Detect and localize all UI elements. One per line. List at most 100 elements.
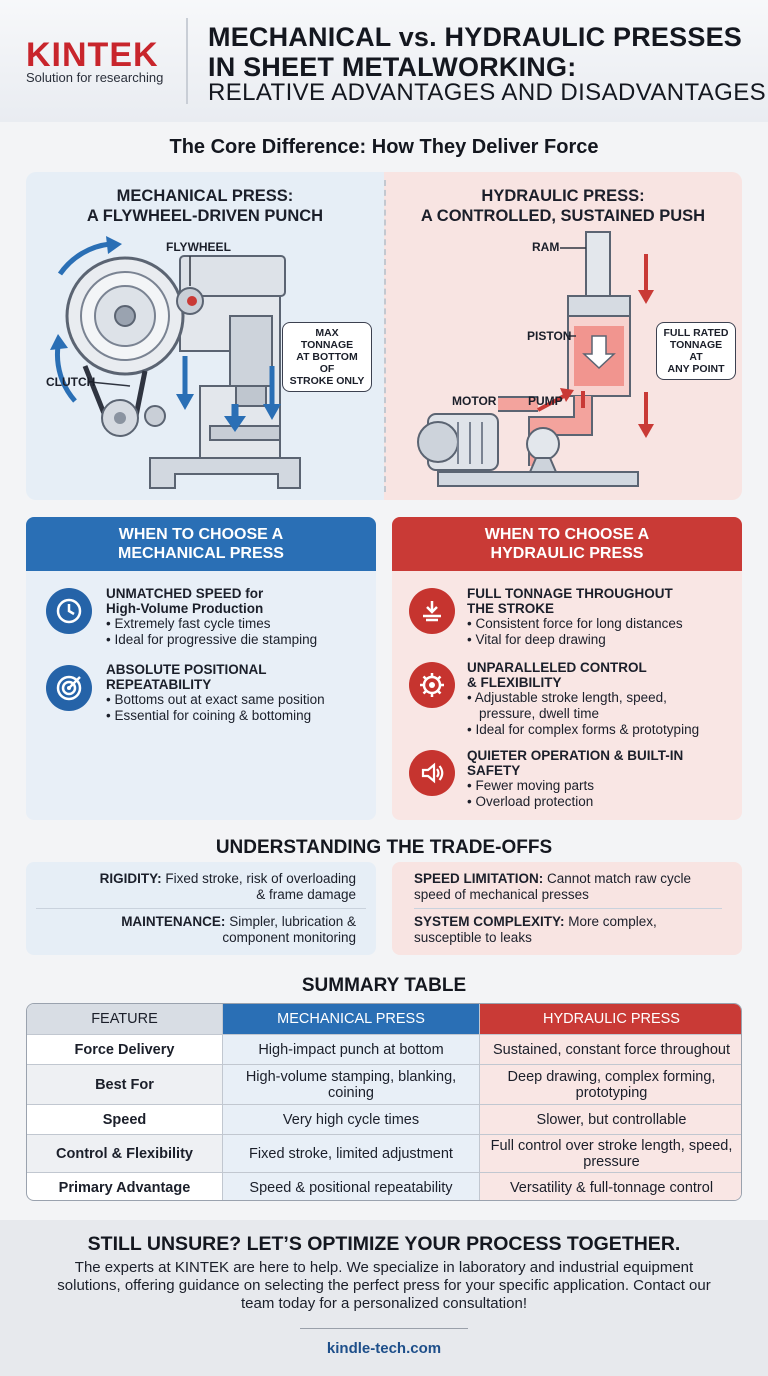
- table-cell: Fixed stroke, limited adjustment: [223, 1135, 480, 1173]
- hyd-item-safety-bullet: • Fewer moving parts: [467, 778, 595, 793]
- pump-label: PUMP: [528, 394, 563, 408]
- footer: [0, 1220, 768, 1376]
- core-difference-title: The Core Difference: How They Deliver Fo…: [169, 136, 599, 158]
- hyd-item-control-title-2: & FLEXIBILITY: [467, 675, 562, 690]
- mech-item-speed-title-1: UNMATCHED SPEED for: [106, 586, 264, 601]
- mech-item-speed-bullet: • Ideal for progressive die stamping: [106, 632, 318, 647]
- summary-table: FEATURE MECHANICAL PRESS HYDRAULIC PRESS…: [26, 1003, 742, 1201]
- hyd-item-safety: QUIETER OPERATION & BUILT-IN SAFETY • Fe…: [467, 748, 737, 810]
- table-cell: Speed & positional repeatability: [223, 1173, 480, 1200]
- press-down-icon: [409, 588, 455, 634]
- piston-label: PISTON: [527, 329, 572, 343]
- hyd-callout-line-3: ANY POINT: [667, 363, 725, 375]
- website-link[interactable]: kindle-tech.com: [326, 1340, 442, 1357]
- mech-item-repeatability: ABSOLUTE POSITIONAL REPEATABILITY • Bott…: [106, 662, 368, 724]
- mech-heading-line-1: MECHANICAL PRESS:: [116, 187, 294, 205]
- mechanical-card-header: WHEN TO CHOOSE A MECHANICAL PRESS: [26, 517, 376, 571]
- mechanical-core-heading: MECHANICAL PRESS: A FLYWHEEL-DRIVEN PUNC…: [26, 186, 384, 226]
- hyd-callout-line-1: FULL RATED: [663, 327, 729, 339]
- clock-icon: [46, 588, 92, 634]
- target-icon: [46, 665, 92, 711]
- table-cell: Best For: [27, 1065, 223, 1105]
- table-cell: Primary Advantage: [27, 1173, 223, 1200]
- table-row: Force Delivery High-impact punch at bott…: [27, 1035, 741, 1065]
- mech-card-header-line-2: MECHANICAL PRESS: [118, 545, 284, 562]
- mech-item-speed-title-2: High-Volume Production: [106, 601, 264, 616]
- table-cell: Versatility & full-tonnage control: [480, 1173, 741, 1200]
- footer-divider: [300, 1328, 468, 1329]
- flywheel-label: FLYWHEEL: [166, 240, 231, 254]
- kintek-logo[interactable]: KINTEK: [26, 36, 159, 74]
- title-line-1: MECHANICAL vs. HYDRAULIC PRESSES: [208, 22, 742, 52]
- motor-label: MOTOR: [452, 394, 497, 408]
- mech-item-speed: UNMATCHED SPEED for High-Volume Producti…: [106, 586, 368, 648]
- table-row: Best For High-volume stamping, blanking,…: [27, 1065, 741, 1105]
- header-mechanical: MECHANICAL PRESS: [223, 1004, 480, 1035]
- mech-item-speed-bullet: • Extremely fast cycle times: [106, 616, 271, 631]
- header-feature: FEATURE: [27, 1004, 223, 1035]
- mechanical-choose-card: WHEN TO CHOOSE A MECHANICAL PRESS: [26, 517, 376, 820]
- hyd-item-safety-title-1: QUIETER OPERATION & BUILT-IN: [467, 748, 684, 763]
- logo-tagline: Solution for researching: [26, 70, 164, 85]
- summary-table-title: SUMMARY TABLE: [301, 975, 467, 996]
- hyd-item-control-bullet: • Adjustable stroke length, speed,: [467, 690, 667, 705]
- mech-item-repeat-bullet: • Essential for coining & bottoming: [106, 708, 312, 723]
- table-cell: High-volume stamping, blanking, coining: [223, 1065, 480, 1105]
- speaker-icon: [409, 750, 455, 796]
- table-cell: Deep drawing, complex forming, prototypi…: [480, 1065, 741, 1105]
- hyd-heading-line-2: A CONTROLLED, SUSTAINED PUSH: [420, 207, 706, 225]
- table-cell: Force Delivery: [27, 1035, 223, 1065]
- header-divider: [186, 18, 188, 104]
- hyd-card-header-line-2: HYDRAULIC PRESS: [490, 545, 644, 562]
- mech-item-repeat-bullet: • Bottoms out at exact same position: [106, 692, 325, 707]
- table-row: Speed Very high cycle times Slower, but …: [27, 1105, 741, 1135]
- header-hydraulic: HYDRAULIC PRESS: [480, 1004, 741, 1035]
- hydraulic-tonnage-callout: FULL RATED TONNAGE AT ANY POINT: [656, 322, 736, 380]
- hyd-item-tonnage: FULL TONNAGE THROUGHOUT THE STROKE • Con…: [467, 586, 735, 648]
- hyd-item-tonnage-bullet: • Consistent force for long distances: [467, 616, 683, 631]
- hydraulic-core-heading: HYDRAULIC PRESS: A CONTROLLED, SUSTAINED…: [384, 186, 742, 226]
- mech-item-repeat-title-1: ABSOLUTE POSITIONAL: [106, 662, 267, 677]
- mech-card-header-line-1: WHEN TO CHOOSE A: [118, 526, 284, 543]
- hyd-item-safety-title-2: SAFETY: [467, 763, 521, 778]
- page-subtitle: RELATIVE ADVANTAGES AND DISADVANTAGES: [208, 79, 767, 106]
- tradeoff-divider: [36, 908, 366, 909]
- mechanical-tonnage-callout: MAX TONNAGE AT BOTTOM OF STROKE ONLY: [282, 322, 372, 392]
- hyd-item-tonnage-bullet: • Vital for deep drawing: [467, 632, 606, 647]
- mech-callout-line-2: AT BOTTOM OF: [296, 351, 358, 375]
- table-cell: Sustained, constant force throughout: [480, 1035, 741, 1065]
- hyd-heading-line-1: HYDRAULIC PRESS:: [481, 187, 645, 205]
- hyd-callout-line-2: TONNAGE AT: [669, 339, 723, 363]
- table-row: Primary Advantage Speed & positional rep…: [27, 1173, 741, 1200]
- footer-heading: STILL UNSURE? LET’S OPTIMIZE YOUR PROCES…: [87, 1233, 681, 1255]
- table-header-row: FEATURE MECHANICAL PRESS HYDRAULIC PRESS: [27, 1004, 741, 1035]
- hyd-item-control-title-1: UNPARALLELED CONTROL: [467, 660, 647, 675]
- clutch-label: CLUTCH: [46, 375, 96, 389]
- hyd-card-header-line-1: WHEN TO CHOOSE A: [484, 526, 650, 543]
- table-cell: Full control over stroke length, speed, …: [480, 1135, 741, 1173]
- hyd-item-control-bullet: • Ideal for complex forms & prototyping: [467, 722, 700, 737]
- tradeoff-rigidity: RIGIDITY: Fixed stroke, risk of overload…: [99, 871, 356, 902]
- mech-item-repeat-title-2: REPEATABILITY: [106, 677, 212, 692]
- tradeoffs-title: UNDERSTANDING THE TRADE-OFFS: [215, 837, 553, 858]
- hyd-item-tonnage-title-2: THE STROKE: [467, 601, 555, 616]
- footer-body: The experts at KINTEK are here to help. …: [57, 1259, 711, 1312]
- hyd-item-control-bullet: pressure, dwell time: [479, 706, 600, 721]
- table-cell: Very high cycle times: [223, 1105, 480, 1135]
- mechanical-press-illustration: [50, 236, 301, 489]
- tradeoff-maintenance: MAINTENANCE: Simpler, lubrication & comp…: [121, 914, 356, 945]
- header: [0, 0, 768, 122]
- table-cell: Slower, but controllable: [480, 1105, 741, 1135]
- hydraulic-choose-card: WHEN TO CHOOSE A HYDRAULIC PRESS: [392, 517, 742, 820]
- tradeoff-divider: [414, 908, 722, 909]
- table-row: Control & Flexibility Fixed stroke, limi…: [27, 1135, 741, 1173]
- mech-heading-line-2: A FLYWHEEL-DRIVEN PUNCH: [86, 207, 324, 225]
- mech-callout-line-3: STROKE ONLY: [289, 375, 365, 387]
- gear-icon: [409, 662, 455, 708]
- title-line-2: IN SHEET METALWORKING:: [208, 52, 577, 82]
- page-title: MECHANICAL vs. HYDRAULIC PRESSES IN SHEE…: [208, 22, 742, 82]
- mech-callout-line-1: MAX TONNAGE: [300, 327, 354, 351]
- table-cell: High-impact punch at bottom: [223, 1035, 480, 1065]
- table-cell: Control & Flexibility: [27, 1135, 223, 1173]
- tradeoff-speed-limitation: SPEED LIMITATION: Cannot match raw cycle…: [414, 871, 692, 902]
